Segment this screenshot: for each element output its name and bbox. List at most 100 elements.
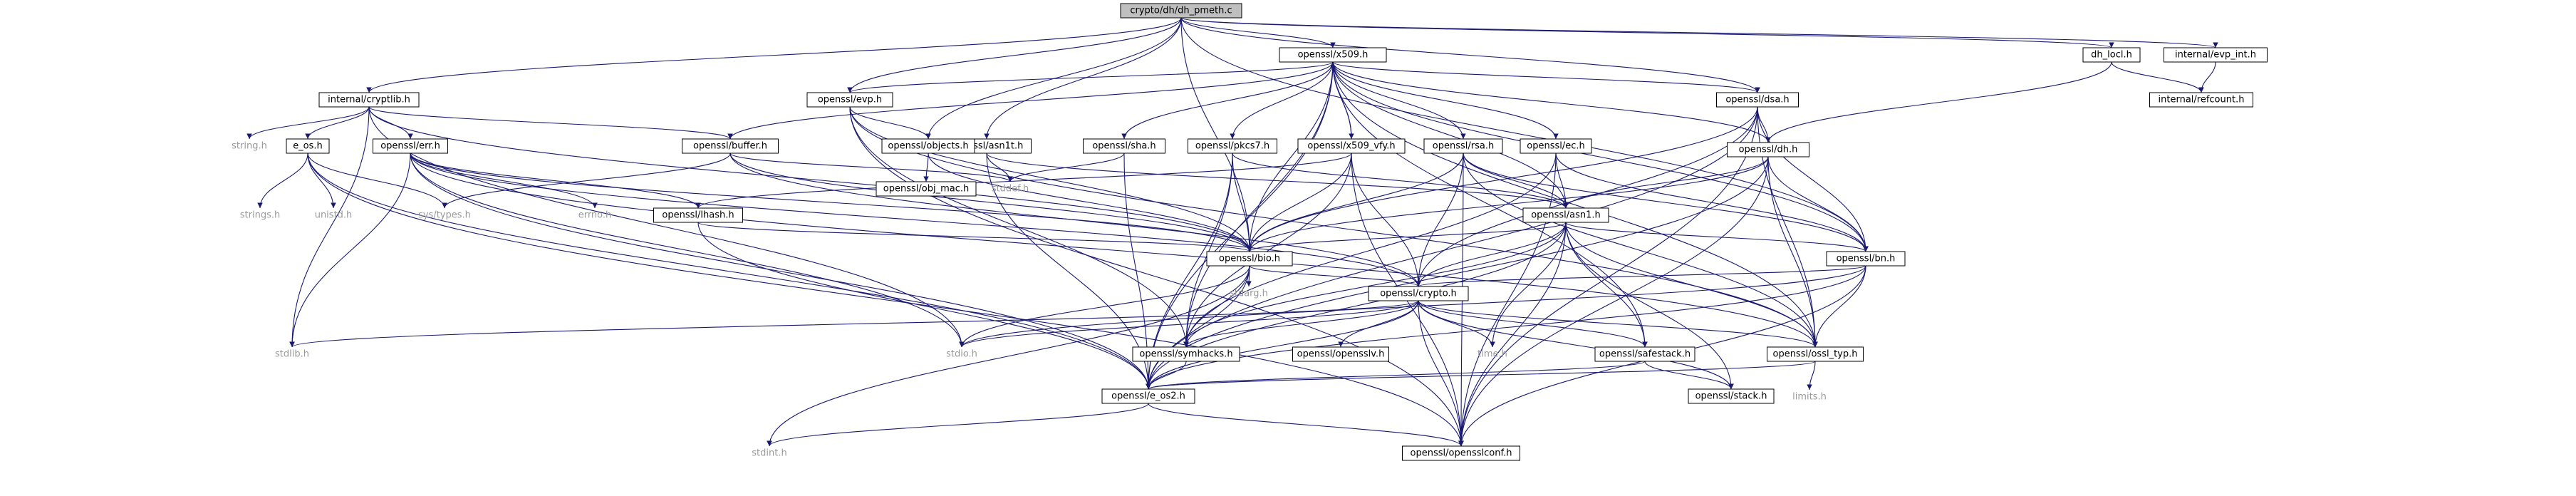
node-stddef: stddef.h xyxy=(992,184,1029,195)
node-label-root: crypto/dh/dh_pmeth.c xyxy=(1130,6,1232,16)
node-label-x509_vfy: openssl/x509_vfy.h xyxy=(1307,141,1395,152)
edge-lhash-to-bio xyxy=(697,222,1252,252)
edge-dh_locl-to-refcount xyxy=(2111,61,2204,93)
edge-err-to-ossl_typ xyxy=(410,153,1818,348)
node-x509[interactable]: openssl/x509.h xyxy=(1279,47,1387,63)
edge-bio-to-stdint xyxy=(767,265,1250,447)
node-label-stdio: stdio.h xyxy=(946,349,977,360)
node-obj_mac[interactable]: openssl/obj_mac.h xyxy=(876,181,977,197)
node-label-stddef: stddef.h xyxy=(992,184,1029,195)
node-label-dh: openssl/dh.h xyxy=(1739,145,1798,155)
edge-crypto-to-stack xyxy=(1418,300,1734,390)
node-ossl_typ[interactable]: openssl/ossl_typ.h xyxy=(1767,346,1864,362)
edge-root-to-dh_locl xyxy=(1180,17,2114,48)
node-box-err xyxy=(373,138,448,154)
edge-cryptlib-to-err xyxy=(368,106,413,140)
node-box-e_os xyxy=(286,138,330,154)
node-box-buffer xyxy=(682,138,779,154)
node-asn1[interactable]: openssl/asn1.h xyxy=(1522,207,1609,223)
edge-x509-to-buffer xyxy=(727,61,1334,140)
edge-dh-to-bio xyxy=(1247,156,1769,252)
node-crypto[interactable]: openssl/crypto.h xyxy=(1368,286,1469,301)
node-dh_locl[interactable]: dh_locl.h xyxy=(2082,47,2141,63)
edge-x509-to-e_os2 xyxy=(1146,61,1334,390)
edge-asn1-to-bio xyxy=(1247,222,1567,252)
edge-x509-to-dsa xyxy=(1332,61,1760,93)
node-box-dh xyxy=(1727,142,1809,157)
node-e_os[interactable]: e_os.h xyxy=(286,138,330,154)
edge-err-to-bio xyxy=(410,153,1252,252)
edge-dh-to-bn xyxy=(1767,156,1869,252)
node-box-bn xyxy=(1826,251,1906,267)
node-label-evp_int: internal/evp_int.h xyxy=(2175,50,2256,61)
node-box-cryptlib xyxy=(318,92,420,108)
node-opensslv[interactable]: openssl/opensslv.h xyxy=(1292,346,1389,362)
edge-x509-to-bio xyxy=(1247,61,1334,252)
edge-e_os2-to-opensslconf xyxy=(1148,403,1464,447)
edge-pkcs7-to-asn1 xyxy=(1232,153,1569,209)
node-opensslconf[interactable]: openssl/opensslconf.h xyxy=(1402,445,1520,461)
node-e_os2[interactable]: openssl/e_os2.h xyxy=(1101,388,1195,404)
node-ec[interactable]: openssl/ec.h xyxy=(1520,138,1592,154)
edge-dh-to-ossl_typ xyxy=(1767,156,1818,348)
node-objects[interactable]: openssl/objects.h xyxy=(881,138,975,154)
node-box-x509_vfy xyxy=(1297,138,1406,154)
node-err[interactable]: openssl/err.h xyxy=(373,138,448,154)
edge-buffer-to-stddef xyxy=(729,153,1013,182)
node-dh[interactable]: openssl/dh.h xyxy=(1727,142,1809,157)
node-refcount[interactable]: internal/refcount.h xyxy=(2149,92,2253,108)
node-string: string.h xyxy=(232,141,267,152)
node-evp[interactable]: openssl/evp.h xyxy=(806,92,893,108)
node-evp_int[interactable]: internal/evp_int.h xyxy=(2164,47,2268,63)
edge-crypto-to-ossl_typ xyxy=(1418,300,1818,348)
node-bio[interactable]: openssl/bio.h xyxy=(1206,251,1293,267)
edge-x509_vfy-to-bio xyxy=(1247,153,1352,252)
edge-x509-to-ec xyxy=(1332,61,1559,140)
node-label-stdarg: stdarg.h xyxy=(1230,289,1268,299)
node-label-systypes: sys/types.h xyxy=(418,210,471,221)
edge-x509-to-sha xyxy=(1121,61,1334,140)
edge-x509-to-dh xyxy=(1332,61,1771,143)
node-box-ossl_typ xyxy=(1767,346,1864,362)
edge-bn-to-ossl_typ xyxy=(1812,265,1866,348)
node-label-e_os2: openssl/e_os2.h xyxy=(1111,391,1185,402)
node-layer: crypto/dh/dh_pmeth.c internal/cryptlib.h o… xyxy=(232,3,2268,461)
node-stack[interactable]: openssl/stack.h xyxy=(1688,388,1775,404)
node-label-time: time.h xyxy=(1477,349,1507,360)
node-label-asn1: openssl/asn1.h xyxy=(1531,210,1601,221)
edge-dsa-to-crypto xyxy=(1416,106,1758,287)
edge-pkcs7-to-symhacks xyxy=(1183,153,1233,348)
node-dsa[interactable]: openssl/dsa.h xyxy=(1716,92,1799,108)
node-label-opensslconf: openssl/opensslconf.h xyxy=(1411,448,1512,459)
node-label-err: openssl/err.h xyxy=(380,141,440,152)
node-pkcs7[interactable]: openssl/pkcs7.h xyxy=(1188,138,1277,154)
node-label-bio: openssl/bio.h xyxy=(1219,254,1280,264)
node-label-errno: errno.h xyxy=(578,210,612,221)
edge-asn1-to-stack xyxy=(1565,222,1734,390)
node-bn[interactable]: openssl/bn.h xyxy=(1826,251,1906,267)
node-label-crypto: openssl/crypto.h xyxy=(1380,289,1457,299)
node-label-string: string.h xyxy=(232,141,267,152)
node-sha[interactable]: openssl/sha.h xyxy=(1083,138,1165,154)
node-systypes: sys/types.h xyxy=(418,210,471,221)
node-box-stack xyxy=(1688,388,1775,404)
node-root[interactable]: crypto/dh/dh_pmeth.c xyxy=(1120,3,1242,19)
node-symhacks[interactable]: openssl/symhacks.h xyxy=(1132,346,1240,362)
node-x509_vfy[interactable]: openssl/x509_vfy.h xyxy=(1297,138,1406,154)
node-box-dsa xyxy=(1716,92,1799,108)
node-buffer[interactable]: openssl/buffer.h xyxy=(682,138,779,154)
node-lhash[interactable]: openssl/lhash.h xyxy=(653,207,743,223)
node-label-objects: openssl/objects.h xyxy=(888,141,968,152)
edge-e_os2-to-stdint xyxy=(767,403,1149,447)
edge-x509-to-evp xyxy=(847,61,1334,93)
node-label-cryptlib: internal/cryptlib.h xyxy=(328,95,410,105)
edge-ec-to-symhacks xyxy=(1183,153,1557,348)
edge-x509-to-symhacks xyxy=(1183,61,1334,348)
node-label-dh_locl: dh_locl.h xyxy=(2091,50,2132,61)
node-safestack[interactable]: openssl/safestack.h xyxy=(1594,346,1695,362)
edge-safestack-to-e_os2 xyxy=(1146,361,1646,390)
node-rsa[interactable]: openssl/rsa.h xyxy=(1423,138,1503,154)
edge-err-to-crypto xyxy=(410,153,1421,287)
node-stdlib: stdlib.h xyxy=(275,349,309,360)
node-cryptlib[interactable]: internal/cryptlib.h xyxy=(318,92,420,108)
